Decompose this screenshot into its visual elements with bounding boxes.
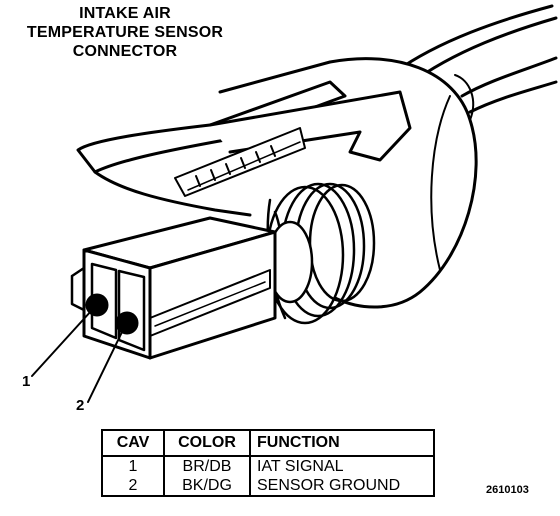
callout-label-1: 1: [22, 373, 31, 390]
table-header-row: CAV COLOR FUNCTION: [101, 429, 435, 457]
cell-cav: 1: [101, 456, 165, 476]
callout-leaders: [31, 309, 123, 403]
seal-ridges: [265, 182, 376, 325]
cell-color: BR/DB: [163, 456, 251, 476]
table-row: 1 BR/DB IAT SIGNAL: [101, 456, 435, 476]
leader-line-1: [31, 309, 93, 377]
title-line-1: INTAKE AIR: [79, 5, 171, 22]
locking-tab: [76, 80, 412, 217]
cell-cav: 2: [101, 476, 165, 497]
leader-line-2: [87, 331, 123, 403]
terminal-cavities: [85, 262, 146, 352]
pinout-table: CAV COLOR FUNCTION 1 BR/DB IAT SIGNAL 2 …: [101, 429, 435, 497]
callout-label-2: 2: [76, 397, 85, 414]
cell-color: BK/DG: [163, 476, 251, 497]
header-cav: CAV: [101, 429, 165, 457]
cell-function: SENSOR GROUND: [249, 476, 435, 497]
cell-function: IAT SIGNAL: [249, 456, 435, 476]
header-function: FUNCTION: [249, 429, 435, 457]
diagram-title: INTAKE AIR TEMPERATURE SENSOR CONNECTOR: [0, 4, 250, 61]
figure-number: 2610103: [486, 484, 529, 496]
title-line-2: TEMPERATURE SENSOR: [26, 24, 224, 41]
table-row: 2 BK/DG SENSOR GROUND: [101, 476, 435, 497]
cavity-2-terminal: [115, 311, 139, 335]
title-line-3: CONNECTOR: [72, 43, 178, 60]
header-color: COLOR: [163, 429, 251, 457]
front-housing: [70, 216, 277, 360]
